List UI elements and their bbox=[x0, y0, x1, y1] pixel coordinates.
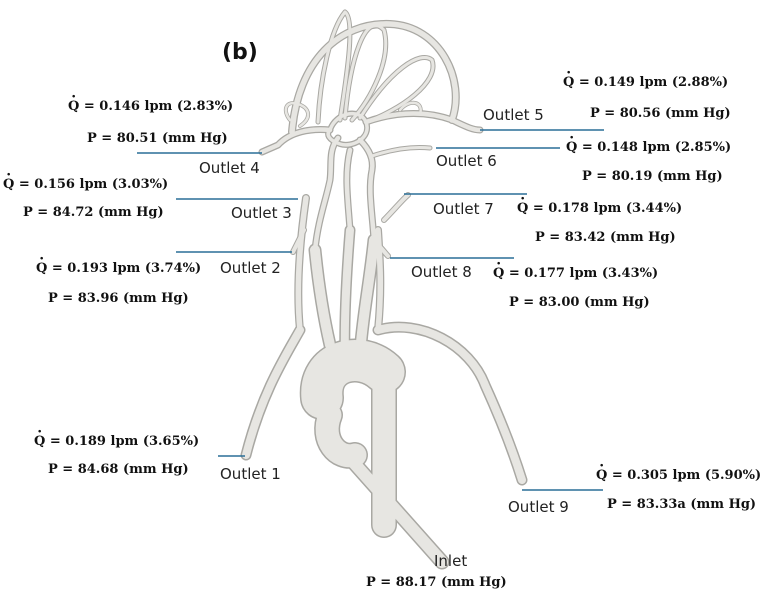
flow-rate-symbol: Q bbox=[563, 65, 575, 90]
arch-bulge bbox=[315, 403, 367, 468]
outlet-1-flow: Q = 0.189 lpm (3.65%) bbox=[34, 424, 199, 449]
flow-rate-symbol: Q bbox=[3, 167, 15, 192]
outlet-9-pressure: P = 83.33a (mm Hg) bbox=[607, 497, 757, 512]
inlet-label: Inlet bbox=[434, 552, 468, 570]
neck-vessels bbox=[312, 135, 377, 253]
outlet-8-label: Outlet 8 bbox=[411, 263, 472, 281]
outlet-4-label: Outlet 4 bbox=[199, 159, 260, 177]
big-arc bbox=[289, 21, 459, 135]
flow-rate-symbol: Q bbox=[596, 458, 608, 483]
outlet-6-flow: Q = 0.148 lpm (2.85%) bbox=[566, 130, 731, 155]
outlet-6-label: Outlet 6 bbox=[436, 152, 497, 170]
outlet-7-pressure: P = 83.42 (mm Hg) bbox=[535, 230, 676, 245]
flow-rate-symbol: Q bbox=[517, 191, 529, 216]
branch-o7 bbox=[382, 193, 410, 222]
outlet-9-flow: Q = 0.305 lpm (5.90%) bbox=[596, 458, 761, 483]
loop-b bbox=[343, 24, 388, 122]
outlet-3-flow: Q = 0.156 lpm (3.03%) bbox=[3, 167, 168, 192]
carotid-left bbox=[355, 235, 379, 360]
outlet-5-label: Outlet 5 bbox=[483, 106, 544, 124]
inlet-pressure: P = 88.17 (mm Hg) bbox=[366, 575, 507, 590]
outlet-1-label: Outlet 1 bbox=[220, 465, 281, 483]
flow-rate-symbol: Q bbox=[68, 89, 80, 114]
outlet-4-pressure: P = 80.51 (mm Hg) bbox=[87, 131, 228, 146]
outlet-5-flow: Q = 0.149 lpm (2.88%) bbox=[563, 65, 728, 90]
outlet-8-flow: Q = 0.177 lpm (3.43%) bbox=[493, 256, 658, 281]
outlet-1-pressure: P = 84.68 (mm Hg) bbox=[48, 462, 189, 477]
circle-of-willis bbox=[326, 111, 369, 147]
subclavian-left bbox=[374, 323, 526, 484]
loop-c bbox=[358, 56, 435, 124]
loop-a bbox=[316, 10, 352, 124]
flow-rate-symbol: Q bbox=[566, 130, 578, 155]
flow-rate-symbol: Q bbox=[36, 251, 48, 276]
outlet-2-flow: Q = 0.193 lpm (3.74%) bbox=[36, 251, 201, 276]
subclavian-left-edge bbox=[372, 321, 528, 486]
outlet-3-pressure: P = 84.72 (mm Hg) bbox=[23, 205, 164, 220]
outlet-7-flow: Q = 0.178 lpm (3.44%) bbox=[517, 191, 682, 216]
subclavian-right bbox=[242, 326, 304, 459]
outlet-4-flow: Q = 0.146 lpm (2.83%) bbox=[68, 89, 233, 114]
flow-rate-symbol: Q bbox=[34, 424, 46, 449]
vessel-tree bbox=[240, 9, 528, 570]
outlet-6-branch bbox=[370, 146, 432, 158]
outlet-4-branch bbox=[259, 127, 333, 155]
outlet-5-pressure: P = 80.56 (mm Hg) bbox=[590, 106, 731, 121]
carotid-mid bbox=[340, 226, 354, 364]
carotid-right bbox=[310, 245, 335, 350]
outlet-6-pressure: P = 80.19 (mm Hg) bbox=[582, 169, 723, 184]
vertebral-right bbox=[295, 195, 309, 333]
panel-label: (b) bbox=[222, 40, 258, 65]
outlet-7-label: Outlet 7 bbox=[433, 200, 494, 218]
outlet-2-label: Outlet 2 bbox=[220, 259, 281, 277]
outlet-3-label: Outlet 3 bbox=[231, 204, 292, 222]
outlet-9-label: Outlet 9 bbox=[508, 498, 569, 516]
small-loop-left bbox=[284, 101, 310, 128]
small-loop-right bbox=[398, 101, 422, 116]
outlet-8-pressure: P = 83.00 (mm Hg) bbox=[509, 295, 650, 310]
vertebral-left bbox=[375, 227, 384, 333]
flow-rate-symbol: Q bbox=[493, 256, 505, 281]
outlet-2-pressure: P = 83.96 (mm Hg) bbox=[48, 291, 189, 306]
branch-o2 bbox=[291, 228, 306, 254]
